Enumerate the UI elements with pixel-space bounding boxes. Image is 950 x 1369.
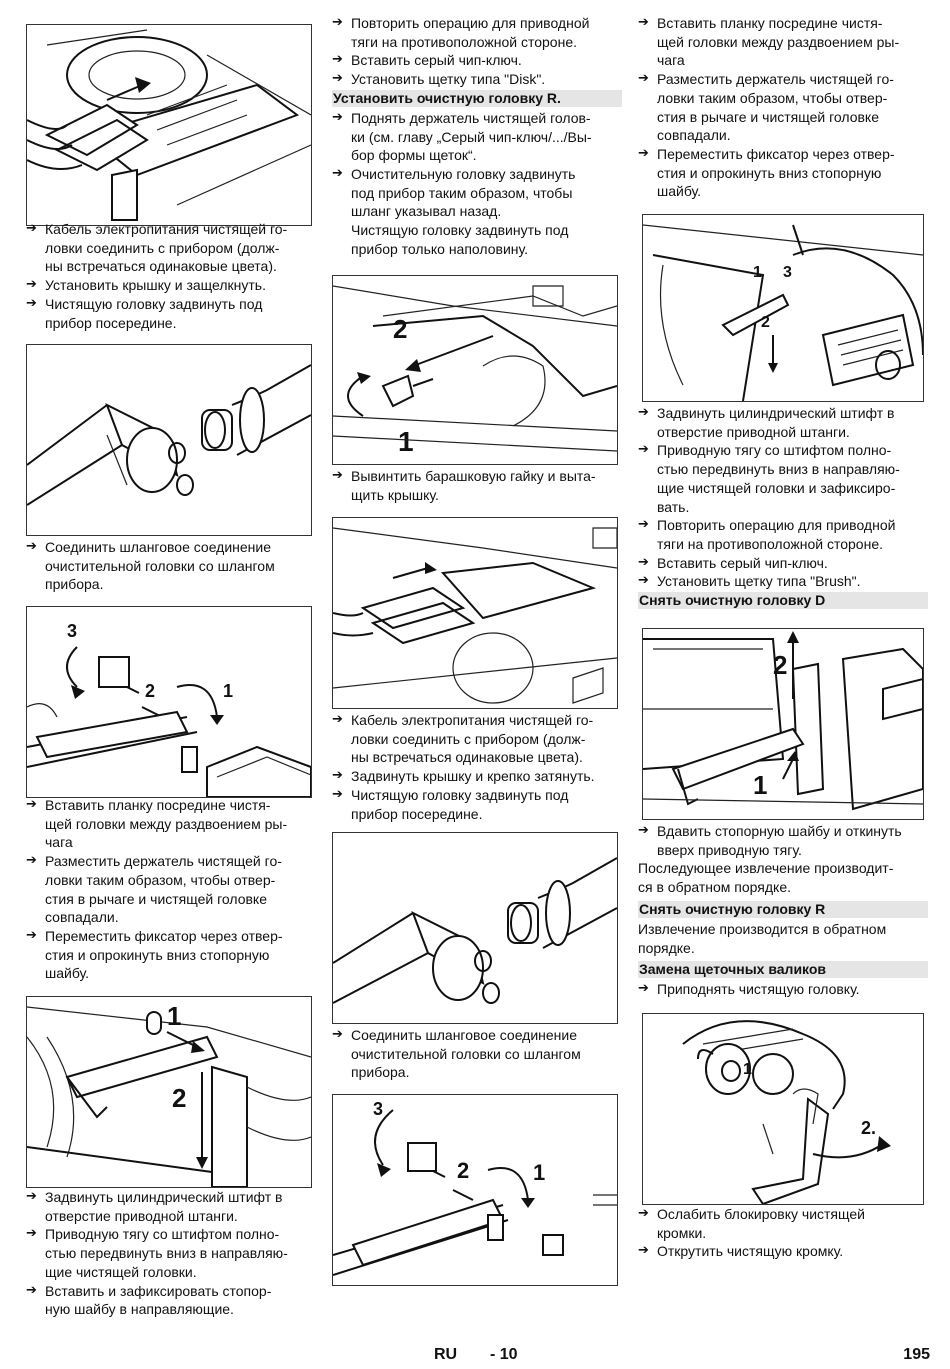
callout-1: 1 bbox=[753, 770, 767, 800]
footer-page-local: - 10 bbox=[490, 1346, 518, 1363]
text-block-roller: Ослабить блокировку чистящей кромки. Отк… bbox=[638, 1205, 928, 1261]
step-insert-chip-key-r: Вставить серый чип-ключ. bbox=[638, 554, 928, 573]
step-push-rod-r: Приводную тягу со штифтом полно- стью пе… bbox=[638, 441, 928, 516]
text-block-repeat: Повторить операцию для приводной тяги на… bbox=[332, 14, 622, 258]
step-unscrew-edge: Открутить чистящую кромку. bbox=[638, 1242, 928, 1261]
illustration-hose-coupling-r bbox=[332, 832, 618, 1024]
text-block-lever-r: Вставить планку посредине чистя- щей гол… bbox=[638, 14, 928, 201]
callout-1: 1 bbox=[167, 1001, 181, 1031]
callout-2: 2. bbox=[861, 1118, 876, 1138]
step-slide-head: Чистящую головку задвинуть под прибор по… bbox=[26, 295, 316, 332]
illustration-brush-roller: 1. 2. bbox=[642, 1013, 924, 1205]
step-press-washer: Вдавить стопорную шайбу и откинуть вверх… bbox=[638, 822, 928, 859]
step-move-latch-r: Переместить фиксатор через отвер- стия и… bbox=[638, 145, 928, 201]
illustration-remove-head: 2 1 bbox=[642, 628, 924, 820]
step-insert-plate-r: Вставить планку посредине чистя- щей гол… bbox=[638, 14, 928, 70]
text-block-remove: Вдавить стопорную шайбу и откинуть вверх… bbox=[638, 822, 928, 999]
callout-3: 3 bbox=[67, 621, 77, 641]
step-slide-head-r: Очистительную головку задвинуть под приб… bbox=[332, 165, 622, 221]
step-unscrew-nut: Вывинтить барашковую гайку и выта- щить … bbox=[332, 467, 622, 504]
step-insert-chip-key: Вставить серый чип-ключ. bbox=[332, 51, 622, 70]
text-block-pin: Задвинуть цилиндрический штифт в отверст… bbox=[26, 1188, 316, 1319]
step-insert-pin-r: Задвинуть цилиндрический штифт в отверст… bbox=[638, 404, 928, 441]
callout-1: 1 bbox=[753, 264, 762, 281]
illustration-wing-nut: 2 1 bbox=[332, 275, 618, 465]
step-install-disk-brush: Установить щетку типа "Disk". bbox=[332, 70, 622, 89]
callout-2: 2 bbox=[457, 1158, 469, 1183]
illustration-hose-coupling bbox=[26, 344, 312, 536]
callout-1: 1 bbox=[533, 1160, 545, 1185]
step-push-rod: Приводную тягу со штифтом полно- стью пе… bbox=[26, 1225, 316, 1281]
illustration-pin-insert: 1 2 bbox=[26, 996, 312, 1188]
text-block-connect-cable: Кабель электропитания чистящей го- ловки… bbox=[26, 220, 316, 332]
section-heading-replace-rollers: Замена щеточных валиков bbox=[638, 961, 928, 979]
step-install-brush-type: Установить щетку типа "Brush". bbox=[638, 572, 928, 591]
step-repeat-other-side: Повторить операцию для приводной тяги на… bbox=[332, 14, 622, 51]
footer-page-number: 195 bbox=[903, 1346, 930, 1363]
step-connect-power-cable: Кабель электропитания чистящей го- ловки… bbox=[26, 220, 316, 276]
illustration-pin-insert-r: 1 3 2 bbox=[642, 214, 924, 402]
step-lift-head: Приподнять чистящую головку. bbox=[638, 980, 928, 999]
callout-3: 3 bbox=[373, 1099, 383, 1119]
step-fix-washer: Вставить и зафиксировать стопор- ную шай… bbox=[26, 1282, 316, 1319]
note-reverse-order-r: Извлечение производится в обратном поряд… bbox=[638, 920, 887, 956]
text-block-connect-cable-r: Кабель электропитания чистящей го- ловки… bbox=[332, 711, 622, 823]
illustration-lever-holder-r: 3 2 1 bbox=[332, 1094, 618, 1286]
illustration-connector-plug-r bbox=[332, 517, 618, 709]
step-align-holder: Разместить держатель чистящей го- ловки … bbox=[26, 852, 316, 927]
callout-2: 2 bbox=[773, 650, 787, 680]
text-block-pin-r: Задвинуть цилиндрический штифт в отверст… bbox=[638, 404, 928, 611]
callout-2: 2 bbox=[761, 314, 770, 331]
step-align-holder-r: Разместить держатель чистящей го- ловки … bbox=[638, 70, 928, 145]
section-heading-remove-r: Снять очистную головку R bbox=[638, 900, 928, 918]
callout-2: 2 bbox=[393, 314, 407, 344]
text-block-lever: Вставить планку посредине чистя- щей гол… bbox=[26, 796, 316, 983]
step-raise-holder: Поднять держатель чистящей голов- ки (см… bbox=[332, 109, 622, 165]
step-tighten-cover: Задвинуть крышку и крепко затянуть. bbox=[332, 767, 622, 786]
note-half-slide: Чистящую головку задвинуть под прибор то… bbox=[351, 222, 569, 257]
step-connect-hose: Соединить шланговое соединение очистител… bbox=[26, 538, 316, 594]
step-repeat-other-side-r: Повторить операцию для приводной тяги на… bbox=[638, 516, 928, 553]
step-insert-plate: Вставить планку посредине чистя- щей гол… bbox=[26, 796, 316, 852]
step-move-latch: Переместить фиксатор через отвер- стия и… bbox=[26, 927, 316, 983]
step-connect-power-cable-r: Кабель электропитания чистящей го- ловки… bbox=[332, 711, 622, 767]
callout-1: 1 bbox=[398, 426, 414, 457]
callout-3: 3 bbox=[783, 264, 792, 281]
footer-language: RU bbox=[434, 1346, 458, 1363]
callout-1: 1 bbox=[223, 681, 233, 701]
step-connect-hose-r: Соединить шланговое соединение очистител… bbox=[332, 1026, 622, 1082]
illustration-connector-plug bbox=[26, 24, 312, 226]
text-block-hose: Соединить шланговое соединение очистител… bbox=[26, 538, 316, 594]
text-block-nut: Вывинтить барашковую гайку и выта- щить … bbox=[332, 467, 622, 504]
step-slide-head-middle: Чистящую головку задвинуть под прибор по… bbox=[332, 786, 622, 823]
section-heading-remove-d: Снять очистную головку D bbox=[638, 592, 928, 610]
step-insert-pin: Задвинуть цилиндрический штифт в отверст… bbox=[26, 1188, 316, 1225]
callout-2: 2 bbox=[145, 681, 155, 701]
step-release-lock: Ослабить блокировку чистящей кромки. bbox=[638, 1205, 928, 1242]
illustration-lever-holder: 3 2 1 bbox=[26, 606, 312, 798]
note-reverse-order-d: Последующее извлечение производит- ся в … bbox=[638, 860, 894, 896]
step-install-cover: Установить крышку и защелкнуть. bbox=[26, 276, 316, 295]
text-block-hose-r: Соединить шланговое соединение очистител… bbox=[332, 1026, 622, 1082]
callout-2: 2 bbox=[172, 1083, 186, 1113]
section-heading-install-r: Установить очистную головку R. bbox=[332, 89, 622, 107]
